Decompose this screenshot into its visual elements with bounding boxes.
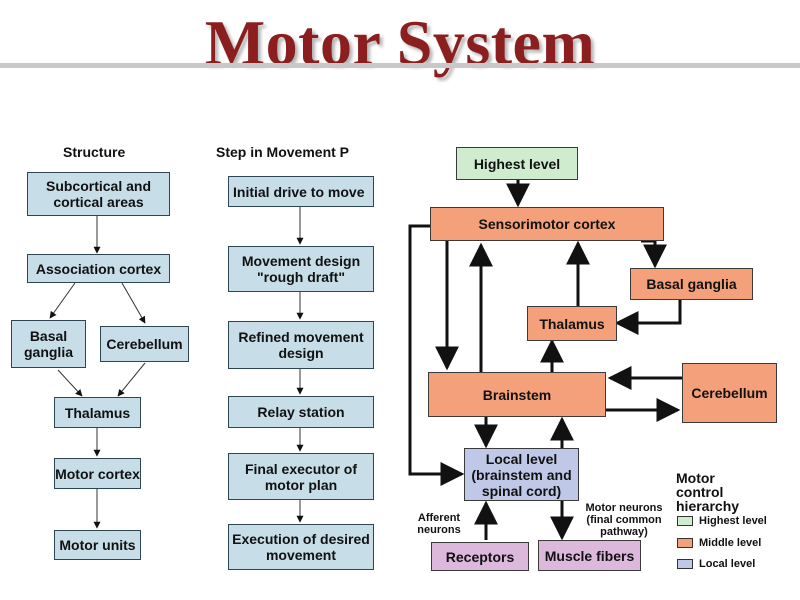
legend-item-local: Local level (699, 558, 756, 570)
box-relay-station: Relay station (228, 396, 374, 428)
legend-item-middle: Middle level (699, 537, 762, 549)
box-final-executor: Final executor of motor plan (228, 453, 374, 500)
arrow-sensorimotor-basal (641, 239, 667, 269)
box-cerebellum: Cerebellum (100, 326, 189, 362)
box-receptors: Receptors (431, 542, 529, 571)
box-motor-cortex: Motor cortex (54, 458, 141, 489)
box-initial-drive: Initial drive to move (228, 176, 374, 207)
arrow-association-basal (49, 282, 76, 319)
legend-swatch-local (677, 559, 693, 569)
box-brainstem: Brainstem (428, 372, 606, 417)
box-cerebellum-right: Cerebellum (682, 363, 777, 423)
box-basal-ganglia: Basal ganglia (11, 320, 86, 368)
step-header: Step in Movement P (216, 144, 350, 160)
arrow-association-cerebellum (121, 282, 146, 324)
box-refined-movement: Refined movement design (228, 321, 374, 369)
box-basal-ganglia-right: Basal ganglia (630, 268, 753, 300)
arrow-basal-thalamus (57, 369, 83, 397)
arrow-sensorimotor-local (408, 224, 465, 486)
box-local-level: Local level (brainstem and spinal cord) (464, 448, 579, 501)
box-subcortical-cortical: Subcortical and cortical areas (27, 172, 170, 216)
legend-item-highest: Highest level (699, 515, 767, 527)
title-divider (0, 63, 800, 68)
box-motor-units: Motor units (54, 530, 141, 560)
box-muscle-fibers: Muscle fibers (538, 540, 641, 571)
legend-swatch-middle (677, 538, 693, 548)
box-thalamus-right: Thalamus (527, 306, 617, 341)
box-movement-design: Movement design "rough draft" (228, 246, 374, 292)
note-afferent-neurons: Afferent neurons (417, 512, 461, 536)
box-sensorimotor-cortex: Sensorimotor cortex (430, 207, 664, 241)
legend-swatch-highest (677, 516, 693, 526)
box-thalamus: Thalamus (54, 397, 141, 428)
box-highest-level: Highest level (456, 147, 578, 180)
arrow-cerebellum-thalamus (117, 362, 146, 397)
legend-title: Motor control hierarchy (676, 470, 740, 514)
arrow-basal-thalamus (614, 300, 682, 335)
box-association-cortex: Association cortex (27, 254, 170, 283)
box-execution-movement: Execution of desired movement (228, 524, 374, 570)
note-motor-neurons: Motor neurons (final common pathway) (585, 502, 663, 538)
structure-header: Structure (63, 144, 126, 160)
